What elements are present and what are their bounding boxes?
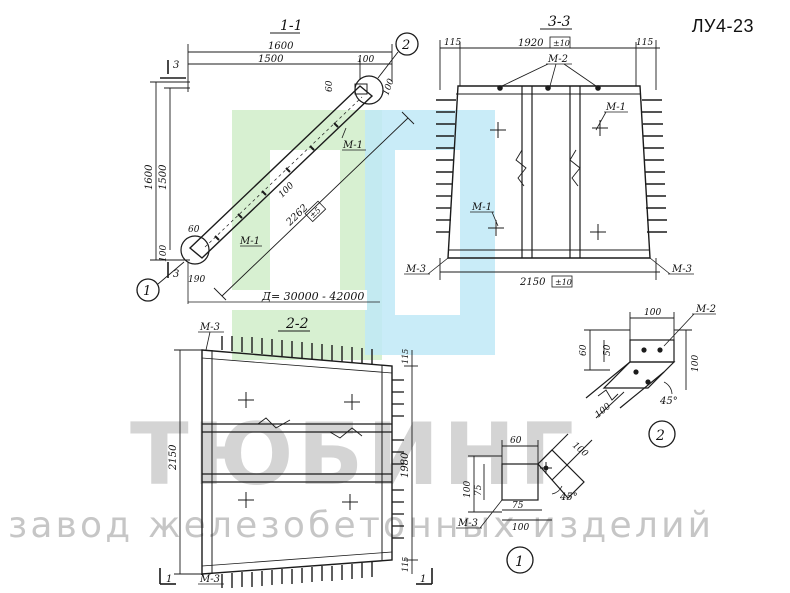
dim-60-node2: 60	[579, 344, 589, 356]
dim-1600-top: 1600	[268, 41, 294, 52]
dim-60-node1: 60	[510, 436, 522, 446]
node-mark-bottom: 1	[143, 284, 151, 299]
label-m3-s33-right: М-3	[671, 264, 692, 275]
node1-mark: 1	[515, 554, 524, 570]
tol-2150: ±10	[555, 278, 572, 287]
dim-190: 190	[188, 275, 205, 285]
dim-1500-left: 1500	[158, 164, 169, 190]
section-1-1: 1-1 1600 1500 100 3 3 1600 1500	[136, 18, 419, 304]
label-m1-s33-right: М-1	[605, 102, 626, 113]
section-1-1-title: 1-1	[280, 18, 303, 34]
section-3-3: 3-3 115 115 1920 ±10	[404, 14, 694, 288]
dim-100-node1-diag: 100	[570, 441, 590, 460]
label-m1-s33-left: М-1	[471, 202, 492, 213]
dim-60-node-bottom: 60	[188, 225, 200, 235]
dim-115-right: 115	[636, 38, 653, 48]
dim-1500-top: 1500	[258, 54, 284, 65]
label-diameter: Д= 30000 - 42000	[261, 290, 364, 303]
angle-node2: 45°	[659, 396, 678, 407]
dim-100-top: 100	[357, 55, 374, 65]
dim-2150-s22: 2150	[168, 444, 179, 471]
dim-1920: 1920	[518, 38, 544, 49]
dim-1980: 1980	[400, 452, 411, 478]
dim-2150-s33: 2150	[519, 277, 546, 288]
dim-60-node-top: 60	[325, 80, 335, 92]
dim-100-node2-top: 100	[644, 308, 661, 318]
node-2-detail: 100 60 50 100 100 45° М-2 2	[579, 304, 716, 448]
label-m2-s33: М-2	[547, 54, 568, 65]
watermark-subtitle: завод железобетонных изделий	[8, 505, 715, 546]
tol-beam: ±5	[308, 206, 323, 221]
dim-75-node1-left: 75	[474, 484, 484, 496]
dim-115-left: 115	[444, 38, 461, 48]
tol-1920: ±10	[553, 39, 570, 48]
dim-100-node1-left: 100	[463, 481, 473, 498]
label-m1-bottom: М-1	[239, 236, 260, 247]
dim-100-node2-right: 100	[691, 355, 701, 372]
node2-mark: 2	[655, 428, 665, 444]
mark-1-s22-right: 1	[420, 574, 426, 585]
node-1-detail: 60 100 100 75 75 100 45° М-3 1	[456, 433, 593, 574]
dim-115-s22-bottom: 115	[401, 557, 410, 572]
mark-3-bottom: 3	[173, 269, 179, 280]
section-2-2-title: 2-2	[285, 316, 309, 332]
label-m3-s22-top: М-3	[199, 322, 220, 333]
dim-115-s22-top: 115	[401, 349, 410, 364]
section-2-2: 2-2	[159, 316, 433, 588]
document-code: ЛУ4-23	[691, 16, 754, 36]
angle-node1: 45°	[559, 492, 578, 503]
section-3-3-title: 3-3	[548, 14, 571, 30]
label-m3-s33-left: М-3	[405, 264, 426, 275]
watermark-brand: ТЮБИНГ	[130, 405, 578, 505]
dim-100-left: 100	[159, 245, 169, 262]
node-mark-top: 2	[401, 38, 410, 53]
dim-100-node1-bottom: 100	[512, 523, 529, 533]
label-m3-node1: М-3	[457, 518, 478, 529]
dim-100-node-top: 100	[381, 77, 396, 97]
label-m3-s22-bottom: М-3	[199, 574, 220, 585]
dim-50-node2: 50	[603, 344, 613, 356]
mark-3-top: 3	[173, 60, 179, 71]
dim-75-node1-bottom: 75	[512, 501, 524, 511]
label-m2-node2: М-2	[695, 304, 716, 315]
label-m1-top: М-1	[342, 140, 363, 151]
dim-1600-left: 1600	[144, 164, 155, 190]
mark-1-s22-left: 1	[166, 574, 172, 585]
